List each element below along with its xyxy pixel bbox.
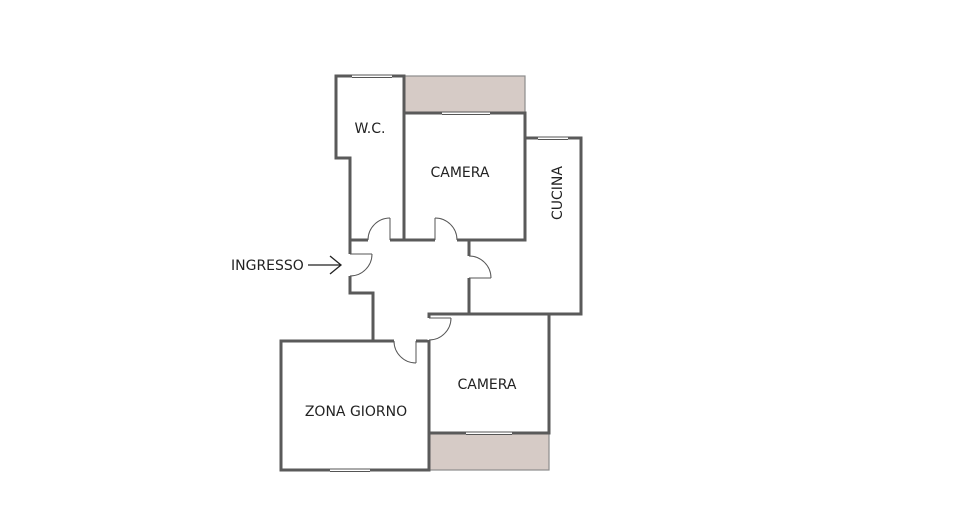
door-wc <box>367 217 391 242</box>
balcony-top <box>403 75 526 114</box>
window-wc <box>352 74 392 78</box>
window-zona-giorno <box>330 468 370 472</box>
door-camera-bottom <box>427 317 452 341</box>
window-cucina <box>538 136 568 140</box>
door-camera-top <box>434 217 458 242</box>
entrance-arrow-icon <box>308 255 343 275</box>
camera-bottom-wall <box>427 312 551 435</box>
door-cucina <box>467 255 492 279</box>
room-label-ingresso: INGRESSO <box>231 258 304 274</box>
window-camera-top <box>442 111 490 115</box>
wc-wall <box>334 74 406 240</box>
room-label-zona-giorno: ZONA GIORNO <box>305 404 407 420</box>
door-zona-giorno <box>393 339 417 364</box>
room-label-cucina: CUCINA <box>550 166 566 220</box>
room-label-camera-top: CAMERA <box>430 165 489 181</box>
ingresso-wall <box>348 238 471 343</box>
room-label-wc: W.C. <box>355 121 386 137</box>
window-camera-bottom <box>466 431 512 435</box>
balcony-bottom <box>428 432 550 471</box>
door-ingresso <box>348 253 373 277</box>
room-label-camera-bottom: CAMERA <box>457 377 516 393</box>
